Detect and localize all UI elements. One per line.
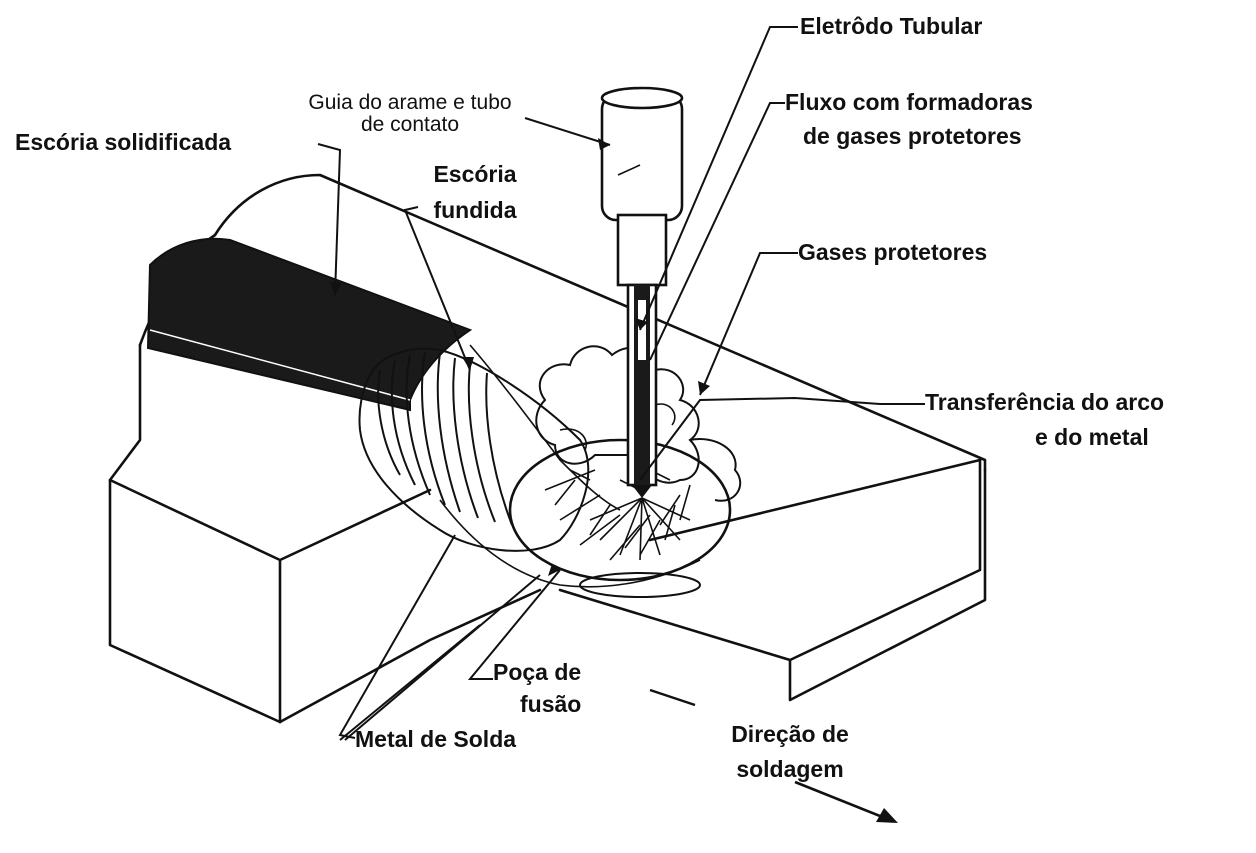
workpiece-left-front [108,343,282,724]
label-transferencia-line1: Transferência do arco [925,389,1165,415]
label-escoria-solidificada: Escória solidificada [15,129,232,155]
wire-guide [600,93,684,222]
leader-gases [699,252,798,396]
workpiece-bottom-edge [108,478,282,724]
leader-escoria-solidificada [317,143,342,296]
workpiece-bevel [278,488,432,562]
workpiece-right-face [648,458,982,542]
contact-tube [616,213,668,287]
label-transferencia-line2: e do metal [1035,424,1149,450]
workpiece-bevel2 [278,588,542,724]
label-escoria-fundida-line1: Escória [433,161,517,187]
leader-metal-solda-c [339,624,481,741]
label-eletrodo-tubular: Eletrôdo Tubular [800,13,983,39]
weld-bead [358,347,590,552]
label-guia-line2: de contato [360,113,460,136]
label-fluxo-line1: Fluxo com formadoras [785,89,1033,115]
label-escoria-fundida-line2: fundida [433,197,517,223]
leader-escoria-fundida [403,206,471,371]
weld-pool [508,438,732,582]
solidified-slag [146,237,473,412]
workpiece-left-top [213,173,987,472]
shielding-gas-cloud [535,345,700,484]
leader-fluxo [649,102,785,361]
label-poca-line1: Poça de [493,659,582,685]
label-metal-de-solda: Metal de Solda [355,726,517,752]
workpiece-right-front [558,458,982,662]
leader-eletrodo [639,26,798,331]
label-guia-line1: Guia do arame e tubo [308,91,512,114]
label-fluxo-line2: de gases protetores [803,123,1022,149]
label-direcao-line2: soldagem [736,756,844,782]
leader-transferencia [639,396,925,481]
direction-hint-line [649,688,696,707]
direction-arrow [794,780,891,822]
label-poca-line2: fusão [520,691,582,717]
leader-guia [524,117,611,146]
leader-poca [467,569,561,680]
molten-slag-line [469,344,621,511]
label-direcao-line1: Direção de [731,721,849,747]
leader-metal-solda-b [344,574,541,741]
workpiece-right-bottom [788,468,987,702]
label-gases-protetores: Gases protetores [798,239,988,265]
